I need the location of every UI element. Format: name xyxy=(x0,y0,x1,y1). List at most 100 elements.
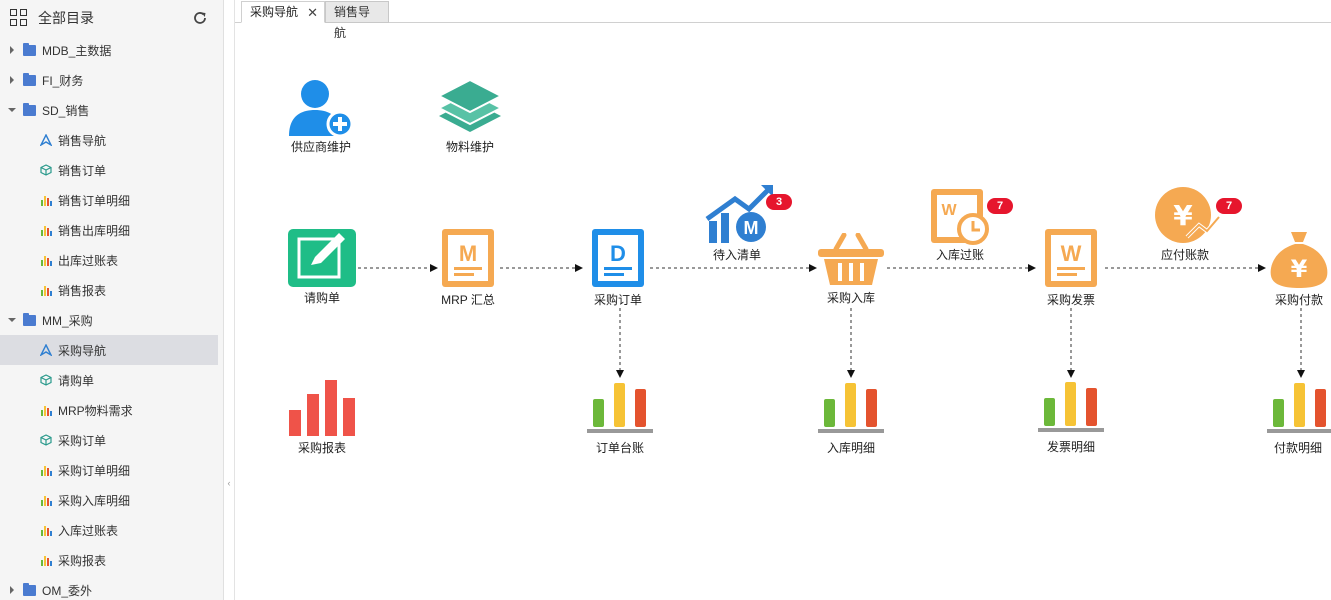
collapse-sidebar-icon[interactable]: ‹ xyxy=(227,478,231,488)
tree-folder[interactable]: FI_财务 xyxy=(0,65,224,95)
tree-folder[interactable]: MM_采购 xyxy=(0,305,224,335)
payment-label: 采购付款 xyxy=(1274,293,1324,307)
edit-form-icon xyxy=(288,229,356,287)
folder-icon xyxy=(23,102,36,116)
navigation-canvas: 供应商维护 物料维护 请购单 M MRP 汇总 xyxy=(235,23,1331,600)
purchase-payment-node[interactable]: ¥ 采购付款 xyxy=(1267,230,1331,310)
splitter[interactable] xyxy=(234,0,235,600)
folder-icon xyxy=(23,312,36,326)
tree-leaf[interactable]: 采购订单 xyxy=(0,425,224,455)
growth-chart-icon: M xyxy=(705,185,773,243)
payment-yen: ¥ xyxy=(1291,255,1308,283)
tree-leaf[interactable]: 采购报表 xyxy=(0,545,224,575)
receipt-posting-node[interactable]: W 7 入库过账 xyxy=(925,189,1015,269)
mrp-document-icon: M xyxy=(442,229,494,287)
tree-leaf[interactable]: 采购导航 xyxy=(0,335,218,365)
tree-item-label: MDB_主数据 xyxy=(42,43,112,58)
purchase-report-node[interactable]: 采购报表 xyxy=(287,378,357,458)
payable-count-badge: 7 xyxy=(1216,198,1242,214)
bar-chart-icon xyxy=(41,466,52,476)
tab-label: 销售导航 xyxy=(334,5,371,40)
tree-leaf[interactable]: 销售导航 xyxy=(0,125,224,155)
material-maintenance-node[interactable]: 物料维护 xyxy=(435,78,505,158)
mrp-summary-node[interactable]: M MRP 汇总 xyxy=(440,229,496,309)
directory-tree: MDB_主数据 FI_财务 SD_销售销售导航销售订单销售订单明细销售出库明细出库过… xyxy=(0,35,224,600)
folder-icon xyxy=(23,72,36,86)
tree-item-label: 销售导航 xyxy=(58,133,107,148)
payable-label: 应付账款 xyxy=(1160,248,1210,262)
tree-leaf[interactable]: 入库过账表 xyxy=(0,515,224,545)
folder-icon xyxy=(23,42,36,56)
posting-label: 入库过账 xyxy=(935,248,985,262)
receipt-bar-icon xyxy=(818,383,884,433)
tree-leaf[interactable]: 请购单 xyxy=(0,365,224,395)
tree-leaf[interactable]: 销售订单 xyxy=(0,155,224,185)
tree-leaf[interactable]: 销售订单明细 xyxy=(0,185,224,215)
tree-leaf[interactable]: 销售报表 xyxy=(0,275,224,305)
tree-item-label: 销售订单 xyxy=(58,163,107,178)
receipt-detail-node[interactable]: 入库明细 xyxy=(816,381,886,461)
add-user-icon xyxy=(289,80,354,138)
tree-item-label: 出库过账表 xyxy=(58,253,119,268)
tree-leaf[interactable]: 采购订单明细 xyxy=(0,455,224,485)
tree-leaf[interactable]: 采购入库明细 xyxy=(0,485,224,515)
sidebar-title: 全部目录 xyxy=(38,10,94,26)
posting-count-badge: 7 xyxy=(987,198,1013,214)
accounts-payable-node[interactable]: ¥ 7 应付账款 xyxy=(1151,187,1247,267)
tree-item-label: MRP物料需求 xyxy=(58,403,133,418)
purchase-invoice-node[interactable]: W 采购发票 xyxy=(1043,229,1099,309)
report-label: 采购报表 xyxy=(297,441,347,455)
tree-item-label: 请购单 xyxy=(58,373,95,388)
purchase-receipt-node[interactable]: 采购入库 xyxy=(816,232,886,313)
payment-detail-label: 付款明细 xyxy=(1273,441,1323,455)
payment-detail-node[interactable]: 付款明细 xyxy=(1265,381,1331,461)
cube-icon xyxy=(40,374,52,386)
tree-folder[interactable]: OM_委外 xyxy=(0,575,224,600)
tree-leaf[interactable]: 销售出库明细 xyxy=(0,215,224,245)
caret-down-icon[interactable] xyxy=(8,105,18,115)
bar-chart-icon xyxy=(41,286,52,296)
navigation-icon xyxy=(40,134,52,146)
invoice-detail-node[interactable]: 发票明细 xyxy=(1036,380,1106,460)
bar-chart-icon xyxy=(41,226,52,236)
po-letter: D xyxy=(610,241,626,266)
ledger-bar-icon xyxy=(587,383,653,433)
supplier-label: 供应商维护 xyxy=(290,140,352,154)
bar-chart-icon xyxy=(41,526,52,536)
bar-chart-icon xyxy=(41,406,52,416)
purchase-order-node[interactable]: D 采购订单 xyxy=(590,229,646,309)
payable-yen: ¥ xyxy=(1173,199,1193,232)
tree-item-label: 销售出库明细 xyxy=(58,223,131,238)
pending-count-badge: 3 xyxy=(766,194,792,210)
tab-sales-nav[interactable]: 销售导航 xyxy=(325,1,389,40)
layers-icon xyxy=(436,78,504,132)
tree-item-label: 采购导航 xyxy=(58,343,107,358)
tree-leaf[interactable]: 出库过账表 xyxy=(0,245,224,275)
tree-leaf[interactable]: MRP物料需求 xyxy=(0,395,224,425)
tree-item-label: FI_财务 xyxy=(42,73,84,88)
caret-down-icon[interactable] xyxy=(8,315,18,325)
material-label: 物料维护 xyxy=(445,140,495,154)
caret-right-icon[interactable] xyxy=(8,45,18,55)
pending-label: 待入清单 xyxy=(712,248,762,262)
tree-item-label: OM_委外 xyxy=(42,583,93,598)
refresh-icon[interactable] xyxy=(192,10,208,26)
supplier-maintenance-node[interactable]: 供应商维护 xyxy=(285,78,357,158)
caret-right-icon[interactable] xyxy=(8,585,18,595)
sidebar: 全部目录 MDB_主数据 FI_财务 SD_销售销售导航销售订单销售订单明细销售出库… xyxy=(0,0,224,600)
close-icon[interactable]: ✕ xyxy=(307,5,318,20)
caret-right-icon[interactable] xyxy=(8,75,18,85)
po-ledger-node[interactable]: 订单台账 xyxy=(585,381,655,461)
tree-folder[interactable]: SD_销售 xyxy=(0,95,224,125)
flow-arrows xyxy=(358,264,1305,378)
tree-item-label: SD_销售 xyxy=(42,103,90,118)
cube-icon xyxy=(40,434,52,446)
tree-folder[interactable]: MDB_主数据 xyxy=(0,35,224,65)
tab-purchase-nav[interactable]: 采购导航 ✕ xyxy=(241,1,325,23)
money-bag-icon: ¥ xyxy=(1270,232,1328,288)
tree-item-label: 入库过账表 xyxy=(58,523,119,538)
pending-receipt-node[interactable]: M 3 待入清单 xyxy=(703,185,792,265)
bar-chart-icon xyxy=(41,256,52,266)
basket-icon xyxy=(818,232,884,285)
purchase-request-node[interactable]: 请购单 xyxy=(287,229,357,309)
